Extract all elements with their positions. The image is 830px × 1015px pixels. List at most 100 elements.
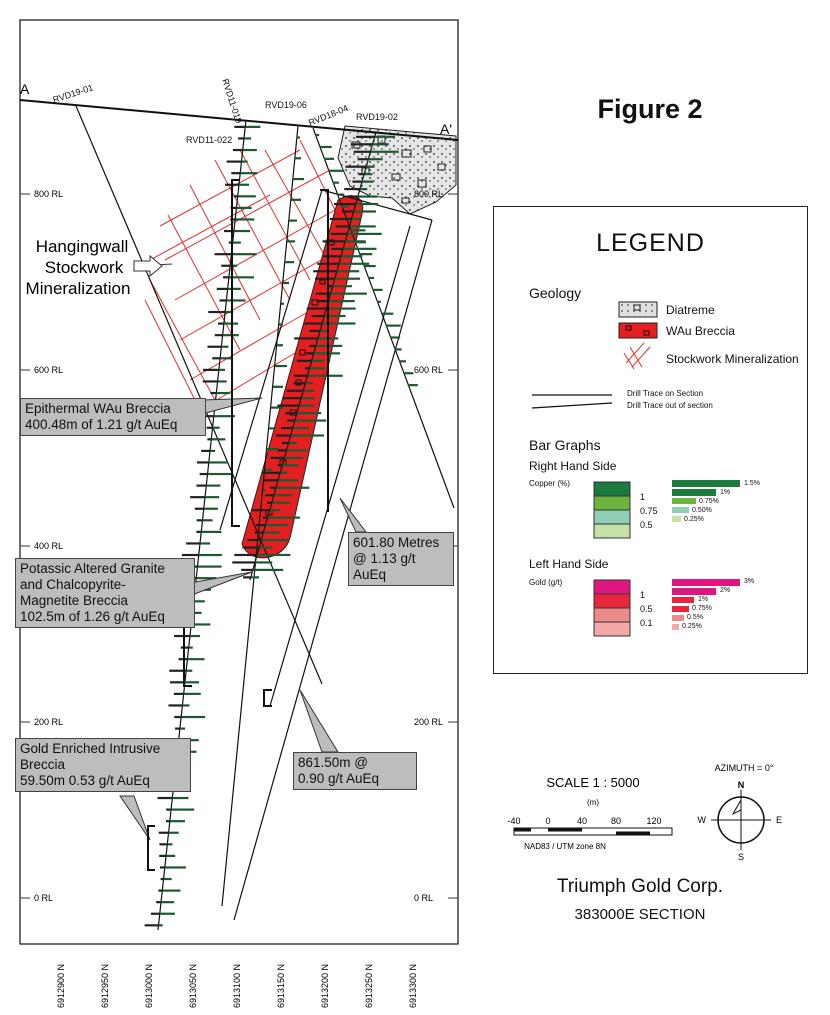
copper-assay-bar — [203, 507, 218, 510]
copper-assay-bar — [263, 489, 266, 492]
copper-assay-bar — [273, 385, 283, 388]
gold-assay-bar — [232, 148, 243, 152]
gold-assay-bar — [233, 195, 238, 198]
gold-assay-bar — [214, 334, 223, 337]
copper-assay-bar — [275, 364, 287, 368]
gold-assay-bar — [158, 831, 169, 834]
rl-label: 600 RL — [414, 365, 443, 375]
au-box-label: 0.5 — [640, 604, 653, 614]
gold-assay-bar — [293, 374, 308, 377]
cu-box-label: 0.75 — [640, 506, 658, 516]
gold-assay-bar — [261, 471, 281, 474]
copper-assay-bar — [193, 600, 205, 603]
gold-assay-bar — [181, 553, 199, 557]
copper-assay-bar — [162, 889, 181, 892]
callout-line: Magnetite Breccia — [20, 593, 129, 608]
callout-line: Gold Enriched Intrusive — [20, 741, 161, 756]
gold-assay-bar — [175, 727, 180, 730]
callout-potassic: Potassic Altered Granite and Chalcopyrit… — [15, 558, 195, 628]
gold-assay-bar — [218, 322, 224, 325]
copper-assay-bar — [368, 158, 383, 161]
copper-assay-bar — [407, 384, 418, 387]
scale-tick: 0 — [545, 816, 550, 826]
copper-assay-bar — [353, 210, 376, 213]
copper-assay-bar — [159, 912, 175, 915]
hole-label: RVD19-01 — [52, 82, 95, 104]
copper-assay-bar — [186, 669, 193, 672]
copper-assay-bar — [269, 509, 280, 512]
gold-assay-bar — [202, 380, 218, 383]
copper-assay-bar — [158, 924, 163, 927]
copper-assay-bar — [212, 426, 220, 429]
gold-assay-bar — [234, 553, 258, 557]
copper-assay-bar — [295, 157, 301, 160]
northing-label: 6913000 N — [144, 964, 154, 1008]
copper-assay-bar — [370, 150, 399, 153]
copper-assay-bar — [303, 389, 315, 392]
copper-assay-bar — [349, 225, 376, 228]
gold-assay-bar — [157, 796, 173, 800]
copper-assay-bar — [232, 241, 241, 244]
copper-assay-bar — [362, 180, 374, 183]
gold-assay-bar — [196, 461, 209, 464]
copper-assay-bar — [332, 285, 352, 288]
compass-e: E — [776, 815, 782, 825]
gold-assay-bar — [232, 561, 256, 564]
copper-assay-bar — [311, 359, 324, 362]
gold-assay-bar — [331, 247, 344, 250]
copper-assay-bar — [208, 461, 228, 464]
gold-assay-bar — [202, 368, 219, 371]
copper-assay-bar — [326, 307, 356, 310]
copper-assay-bar — [287, 240, 295, 243]
copper-assay-bar — [360, 188, 368, 191]
callout-line: @ 1.13 g/t — [353, 551, 416, 566]
copper-assay-bar — [276, 486, 310, 489]
copper-assay-bar — [267, 516, 300, 519]
hole-label: RVD19-06 — [265, 100, 307, 110]
cu-box-label: 1 — [640, 492, 646, 502]
callout-line: 0.90 g/t AuEq — [298, 771, 380, 786]
gold-assay-bar — [216, 287, 228, 290]
copper-assay-bar — [255, 561, 273, 564]
copper-assay-bar — [350, 229, 366, 232]
gold-assay-bar — [219, 299, 227, 302]
copper-assay-bar — [316, 344, 343, 347]
gold-assay-bar — [196, 484, 207, 487]
copper-assay-bar — [283, 281, 289, 285]
figure-title: Figure 2 — [597, 94, 703, 124]
scale-datum: NAD83 / UTM zone 8N — [524, 842, 606, 851]
copper-assay-bar — [239, 183, 250, 186]
callout-601m: 601.80 Metres @ 1.13 g/t AuEq — [348, 532, 454, 586]
copper-assay-bar — [394, 348, 402, 351]
gold-assay-bar — [254, 531, 264, 534]
cu-bar-label: 0.75% — [699, 498, 719, 505]
copper-assay-bar — [226, 299, 246, 302]
northing-label: 6913200 N — [320, 964, 330, 1008]
copper-assay-bar — [230, 264, 238, 267]
northing-label: 6913100 N — [232, 964, 242, 1008]
copper-assay-bar — [403, 372, 414, 375]
gold-assay-bar — [296, 359, 312, 362]
au-bar-label: 0.5% — [687, 614, 703, 621]
callout-line: and Chalcopyrite- — [20, 577, 126, 592]
gold-assay-bar — [144, 924, 159, 927]
copper-assay-bar — [363, 264, 376, 268]
copper-assay-bar — [221, 345, 229, 348]
copper-assay-bar — [328, 169, 344, 172]
gold-assay-bar — [228, 241, 233, 244]
gold-assay-bar — [262, 516, 268, 519]
au-bar-label: 1% — [698, 596, 709, 603]
gold-assay-bar — [270, 456, 285, 459]
copper-assay-bar — [354, 241, 366, 244]
gold-assay-bar — [334, 202, 357, 206]
gold-assay-bar — [352, 180, 363, 183]
copper-assay-bar — [293, 426, 310, 430]
legend-right-side-heading: Right Hand Side — [529, 459, 617, 473]
legend-bar-graphs-heading: Bar Graphs — [529, 437, 601, 453]
copper-assay-bar — [187, 658, 205, 661]
copper-assay-bar — [172, 796, 189, 800]
legend-swatches — [531, 301, 740, 637]
copper-assay-bar — [277, 344, 283, 347]
legend-breccia: WAu Breccia — [666, 324, 735, 338]
